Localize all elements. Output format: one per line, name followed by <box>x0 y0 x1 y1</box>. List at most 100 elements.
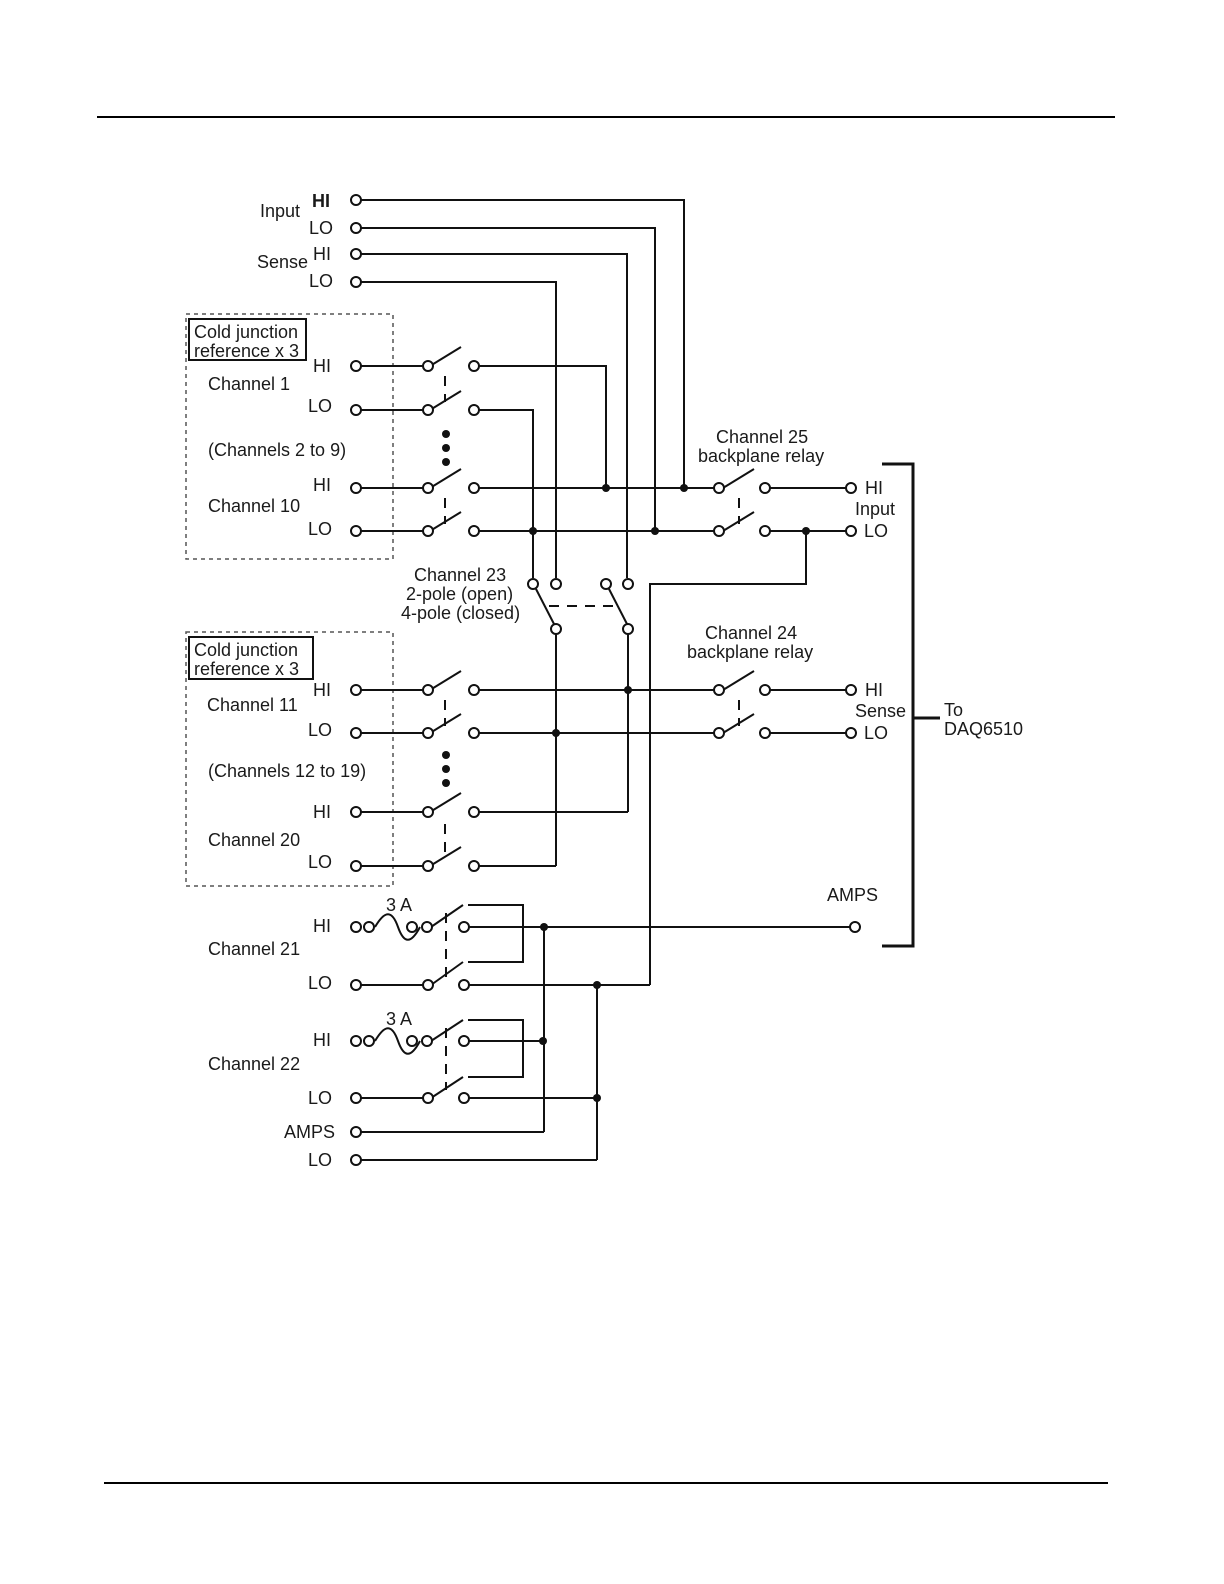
channel-23-closed-label: 4-pole (closed) <box>401 603 520 623</box>
ch1-hi-terminal <box>350 360 362 372</box>
sense-lo-label: LO <box>309 271 333 291</box>
ch11-hi-terminal <box>350 684 362 696</box>
out-input-hi-terminal <box>845 482 857 494</box>
junction-node <box>680 484 688 492</box>
ch10-hi-terminal <box>350 482 362 494</box>
cold-junction-label-2a: Cold junction <box>194 640 298 660</box>
ch25-hi-contact-a <box>713 482 725 494</box>
out-sense-label: Sense <box>855 701 906 721</box>
ch22-lo-contact-a <box>422 1092 434 1104</box>
channel-25-label: Channel 25 <box>716 427 808 447</box>
terminal-input-lo <box>350 222 362 234</box>
ch24-lo-contact-b <box>759 727 771 739</box>
junction-node <box>602 484 610 492</box>
ch10-lo-terminal <box>350 525 362 537</box>
ch20-lo-contact-b <box>468 860 480 872</box>
channel-10-label: Channel 10 <box>208 496 300 516</box>
channel-21-label: Channel 21 <box>208 939 300 959</box>
ch21-lo-terminal <box>350 979 362 991</box>
ch21-lo-contact-a <box>422 979 434 991</box>
channel-22-lo-label: LO <box>308 1088 332 1108</box>
out-amps-terminal <box>849 921 861 933</box>
cold-junction-label-1a: Cold junction <box>194 322 298 342</box>
ellipsis-dot <box>442 458 450 466</box>
channel-10-lo-label: LO <box>308 519 332 539</box>
ch23-pole1-blade <box>535 588 555 625</box>
channel-22-hi-label: HI <box>313 1030 331 1050</box>
ch25-hi-contact-b <box>759 482 771 494</box>
ch21-fuse-contact <box>363 921 375 933</box>
ch22-fuse <box>374 1027 421 1055</box>
ch23-contact <box>622 623 634 635</box>
input-label: Input <box>260 201 300 221</box>
channel-21-hi-label: HI <box>313 916 331 936</box>
channel-11-hi-label: HI <box>313 680 331 700</box>
ch25-lo-contact-b <box>759 525 771 537</box>
channel-1-label: Channel 1 <box>208 374 290 394</box>
ch10-lo-contact-b <box>468 525 480 537</box>
ch22-fuse-contact <box>363 1035 375 1047</box>
terminal-sense-lo <box>350 276 362 288</box>
ch1-lo-wire-out <box>479 409 534 578</box>
out-input-hi-label: HI <box>865 478 883 498</box>
wire-sense-lo <box>361 281 557 578</box>
ch11-hi-blade <box>429 670 462 691</box>
ch21-hi-contact-b <box>458 921 470 933</box>
ch10-hi-contact-a <box>422 482 434 494</box>
channel-1-lo-label: LO <box>308 396 332 416</box>
ellipsis-dot <box>442 765 450 773</box>
channel-22-label: Channel 22 <box>208 1054 300 1074</box>
ch1-hi-contact-a <box>422 360 434 372</box>
wire-input-hi <box>361 199 685 488</box>
card-group-box-1 <box>185 313 394 560</box>
channel-21-lo-label: LO <box>308 973 332 993</box>
ch21-fuse <box>374 913 421 941</box>
cold-junction-box-2 <box>188 636 314 680</box>
ch20-hi-contact-b <box>468 806 480 818</box>
ch24-hi-contact-b <box>759 684 771 696</box>
out-input-label: Input <box>855 499 895 519</box>
ch1-hi-blade <box>429 346 462 367</box>
wire-input-lo <box>361 227 656 531</box>
cold-junction-box-1 <box>188 318 307 361</box>
channel-22-fuse-label: 3 A <box>386 1009 412 1029</box>
channel-24-sub-label: backplane relay <box>687 642 813 662</box>
ch21-hi-terminal <box>350 921 362 933</box>
ch24-hi-blade <box>722 670 755 691</box>
out-sense-lo-label: LO <box>864 723 888 743</box>
channel-11-label: Channel 11 <box>207 695 298 715</box>
junction-node <box>552 729 560 737</box>
ch10-hi-contact-b <box>468 482 480 494</box>
ellipsis-dot <box>442 751 450 759</box>
ch25-lo-contact-a <box>713 525 725 537</box>
channel-24-label: Channel 24 <box>705 623 797 643</box>
ch20-lo-contact-a <box>422 860 434 872</box>
ch11-hi-contact-a <box>422 684 434 696</box>
to-label: To <box>944 700 963 720</box>
amps-label: AMPS <box>284 1122 335 1142</box>
ch1-hi-wire-out <box>479 365 607 488</box>
channel-20-lo-label: LO <box>308 852 332 872</box>
ch21-hi-contact-a <box>421 921 433 933</box>
ch21-fuse-contact <box>406 921 418 933</box>
junction-node <box>624 686 632 694</box>
top-rule <box>97 116 1115 118</box>
terminal-input-hi <box>350 194 362 206</box>
ch22-hi-terminal <box>350 1035 362 1047</box>
cold-junction-label-1b: reference x 3 <box>194 341 299 361</box>
ch22-bridge <box>468 1019 524 1078</box>
channel-20-label: Channel 20 <box>208 830 300 850</box>
out-amps-label: AMPS <box>827 885 878 905</box>
out-input-lo-terminal <box>845 525 857 537</box>
daq-bracket <box>882 462 915 948</box>
ch23-pole2-blade <box>608 588 628 625</box>
channel-11-lo-label: LO <box>308 720 332 740</box>
junction-node <box>529 527 537 535</box>
out-input-lo-label: LO <box>864 521 888 541</box>
ch23-contact <box>550 578 562 590</box>
ch22-hi-contact-a <box>421 1035 433 1047</box>
ch1-lo-contact-b <box>468 404 480 416</box>
channel-23-open-label: 2-pole (open) <box>406 584 513 604</box>
wire-sense-hi <box>361 253 628 578</box>
